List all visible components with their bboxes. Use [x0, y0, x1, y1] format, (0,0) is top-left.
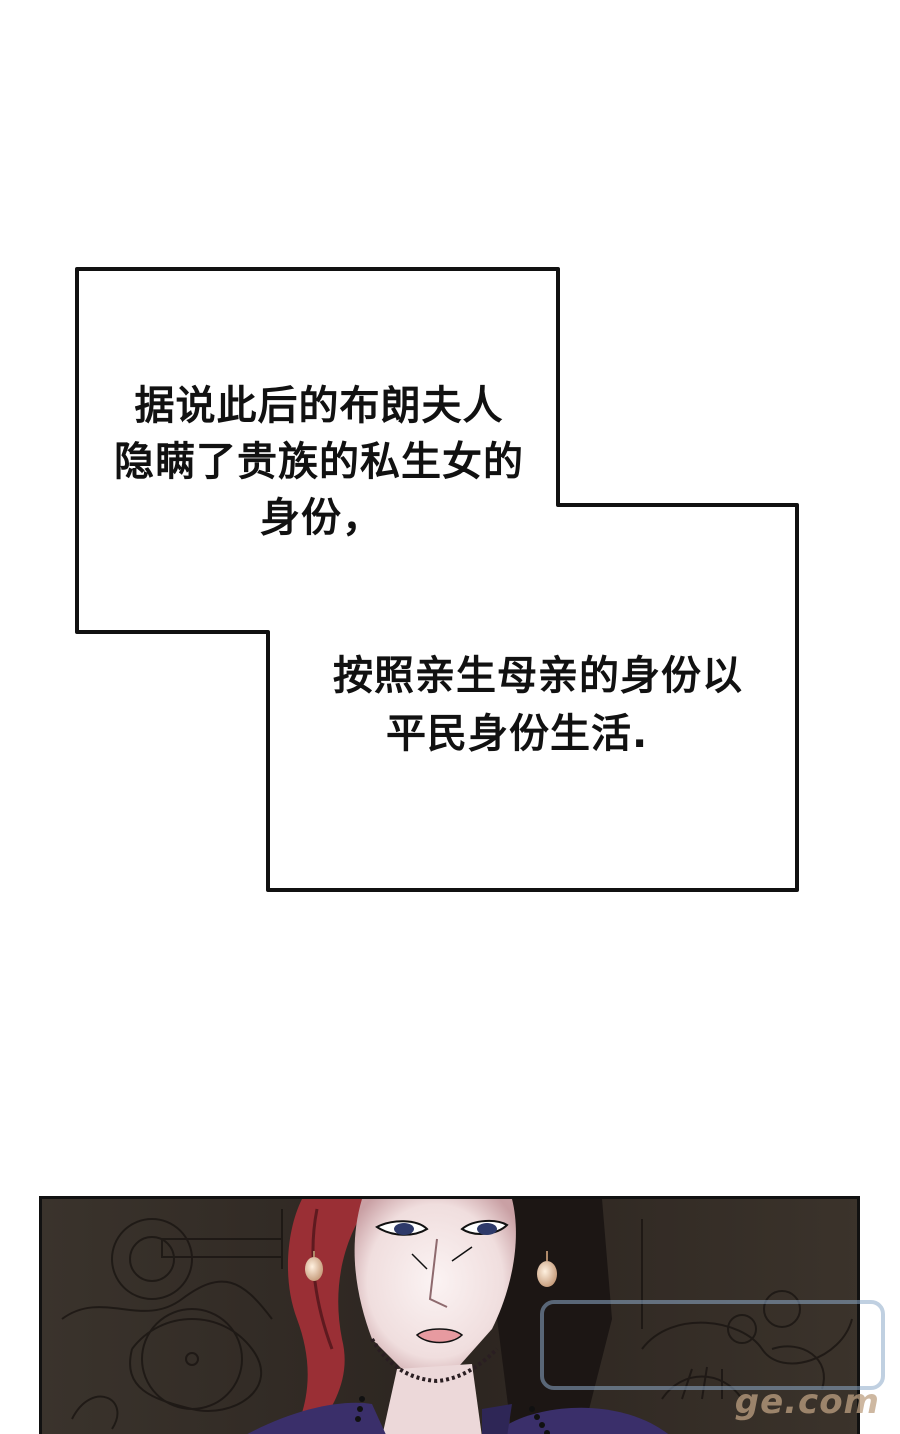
narration-line: 身份， — [260, 495, 383, 541]
watermark-logo — [540, 1300, 885, 1390]
narration-line: 平民身份生活. — [386, 711, 649, 757]
narration-line: 按照亲生母亲的身份以 — [333, 653, 743, 699]
narration-line: 据说此后的布朗夫人 — [134, 383, 504, 429]
woman-portrait-illustration — [42, 1199, 857, 1434]
narration-line: 隐瞒了贵族的私生女的 — [114, 439, 524, 485]
watermark-text: ge.com — [734, 1382, 880, 1422]
comic-panel-illustration — [39, 1196, 860, 1434]
narration-box-outline — [75, 267, 799, 892]
